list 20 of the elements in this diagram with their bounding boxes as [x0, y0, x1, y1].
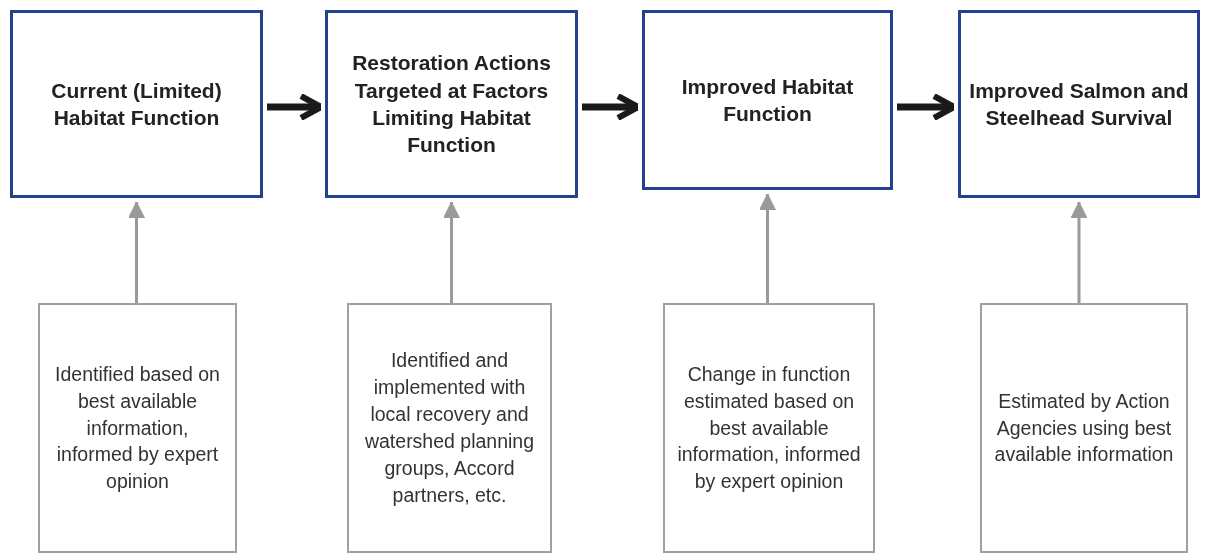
process-box	[642, 10, 893, 190]
note-text: Identified based on best available information, informed by expert opinion	[54, 361, 221, 495]
note-box	[980, 303, 1188, 553]
box-title: Improved Salmon and Steelhead Survival	[968, 77, 1190, 131]
note-box	[347, 303, 552, 553]
arrow	[1070, 201, 1088, 303]
arrow	[128, 201, 145, 303]
note-text: Estimated by Action Agencies using best available information	[993, 388, 1175, 468]
box-title: Improved Habitat Function	[680, 73, 855, 127]
arrow	[443, 201, 460, 303]
process-box	[958, 10, 1200, 198]
box-title: Current (Limited) Habitat Function	[50, 77, 223, 131]
note-box	[38, 303, 237, 553]
arrow	[759, 193, 776, 303]
note-text: Change in function estimated based on best available information, informed by expert opinion	[676, 361, 862, 495]
note-box	[663, 303, 875, 553]
note-text: Identified and implemented with local recovery and watershed planning groups, Accord partners, etc.	[363, 348, 536, 508]
box-title: Restoration Actions Targeted at Factors Limiting Habitat Function	[351, 50, 552, 159]
process-box	[10, 10, 263, 198]
process-box	[325, 10, 578, 198]
